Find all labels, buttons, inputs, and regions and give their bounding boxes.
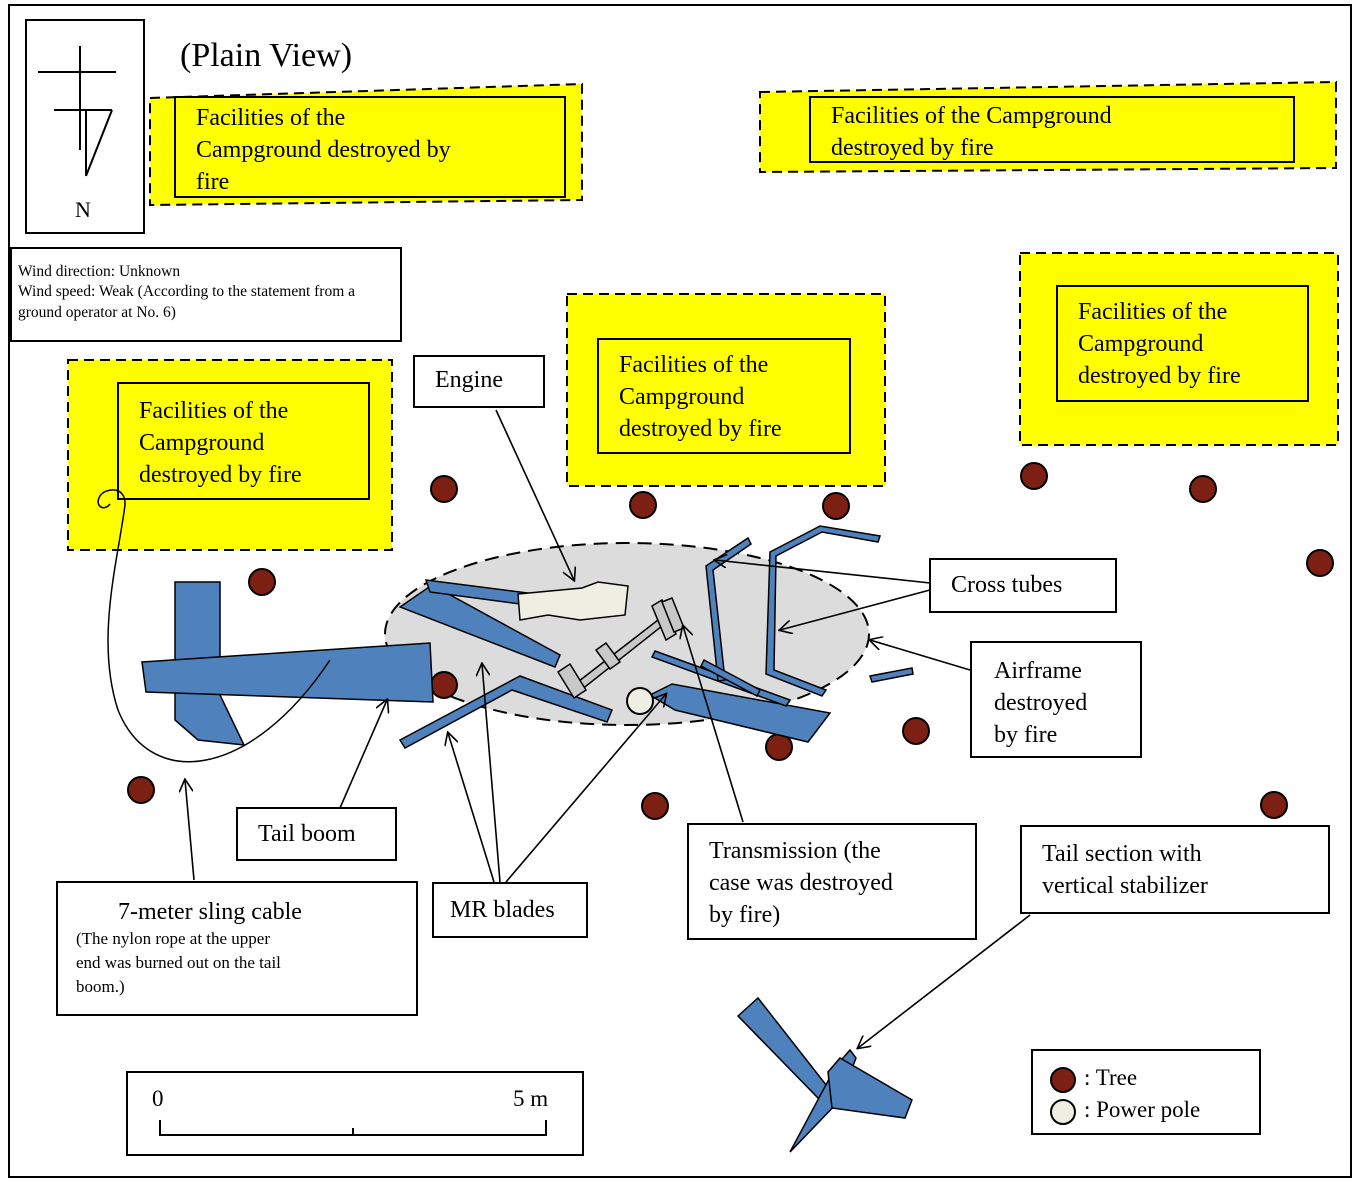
callout-arrows	[185, 409, 1031, 1048]
facility-label-1: Facilities of the Campground destroyed b…	[174, 96, 566, 198]
tree	[1020, 462, 1048, 490]
legend-tree-label: : Tree	[1084, 1065, 1138, 1090]
scale-end-label: 5 m	[513, 1086, 549, 1111]
tail-boom-wreckage	[141, 581, 434, 746]
facility-zones	[67, 80, 1339, 551]
mr-blades-arrow-1	[448, 733, 495, 883]
tail-section-arrow	[858, 914, 1031, 1048]
tree	[1260, 791, 1288, 819]
mr-blades-arrow-2	[482, 664, 501, 883]
sling-cable-arrow	[185, 780, 195, 881]
tree	[641, 792, 669, 820]
scale-bar	[126, 1071, 584, 1156]
transmission-wreckage	[556, 597, 685, 700]
tail-boom-arrow	[339, 700, 387, 809]
mr-blades-arrow-3	[505, 694, 666, 883]
diagram-frame	[8, 4, 1352, 1178]
transmission-arrow	[683, 626, 744, 823]
tree	[902, 717, 930, 745]
tree	[430, 475, 458, 503]
cross-tubes-callout: Cross tubes	[929, 558, 1117, 613]
facility-label-2: Facilities of the Campground destroyed b…	[809, 96, 1295, 163]
facility-zone-1	[149, 82, 583, 207]
tree	[822, 492, 850, 520]
legend	[1031, 1049, 1261, 1135]
tree	[430, 671, 458, 699]
north-indicator	[25, 19, 145, 234]
sling-cable-title: 7-meter sling cable	[118, 899, 302, 925]
cross-tubes-arrow-1	[715, 560, 931, 584]
sling-cable	[97, 489, 331, 763]
facility-label-5: Facilities of the Campground destroyed b…	[117, 382, 370, 500]
tree	[1189, 475, 1217, 503]
scale-start-label: 0	[152, 1086, 164, 1111]
sling-cable-callout: 7-meter sling cable (The nylon rope at t…	[56, 881, 418, 1016]
tree	[248, 568, 276, 596]
power-pole	[626, 687, 654, 715]
trees	[127, 462, 1334, 820]
facility-zone-5	[67, 359, 393, 551]
mr-blades-callout: MR blades	[432, 882, 588, 938]
wind-direction: Wind direction: Unknown	[18, 263, 181, 280]
tail-section-wreckage	[736, 996, 913, 1153]
tree	[127, 776, 155, 804]
engine-callout: Engine	[413, 355, 545, 408]
tree	[1306, 549, 1334, 577]
legend-power-pole-swatch	[1050, 1099, 1076, 1125]
engine-wreckage	[517, 581, 629, 621]
cross-tubes-arrow-2	[780, 589, 931, 630]
north-label: N	[75, 197, 91, 222]
page-title: (Plain View)	[180, 37, 353, 74]
facility-zone-3	[566, 293, 886, 487]
facility-label-3: Facilities of the Campground destroyed b…	[597, 338, 851, 454]
facility-zone-2	[759, 80, 1337, 174]
sling-cable-note: (The nylon rope at the upper end was bur…	[76, 929, 281, 996]
burn-area	[384, 542, 870, 726]
tree	[629, 491, 657, 519]
facility-label-4: Facilities of the Campground destroyed b…	[1056, 285, 1309, 402]
transmission-callout: Transmission (the case was destroyed by …	[687, 823, 977, 940]
wind-info-box: Wind direction: Unknown Wind speed: Weak…	[10, 247, 402, 342]
legend-tree-swatch	[1050, 1067, 1076, 1093]
legend-power-pole-label: : Power pole	[1084, 1097, 1201, 1122]
tail-boom-callout: Tail boom	[236, 807, 397, 861]
wind-speed: Wind speed: Weak (According to the state…	[18, 283, 356, 321]
airframe-callout: Airframe destroyed by fire	[970, 641, 1142, 758]
engine-arrow	[495, 409, 574, 580]
cross-tube-wreckage	[700, 525, 914, 698]
airframe-arrow	[870, 640, 971, 671]
tail-section-callout: Tail section with vertical stabilizer	[1020, 825, 1330, 914]
